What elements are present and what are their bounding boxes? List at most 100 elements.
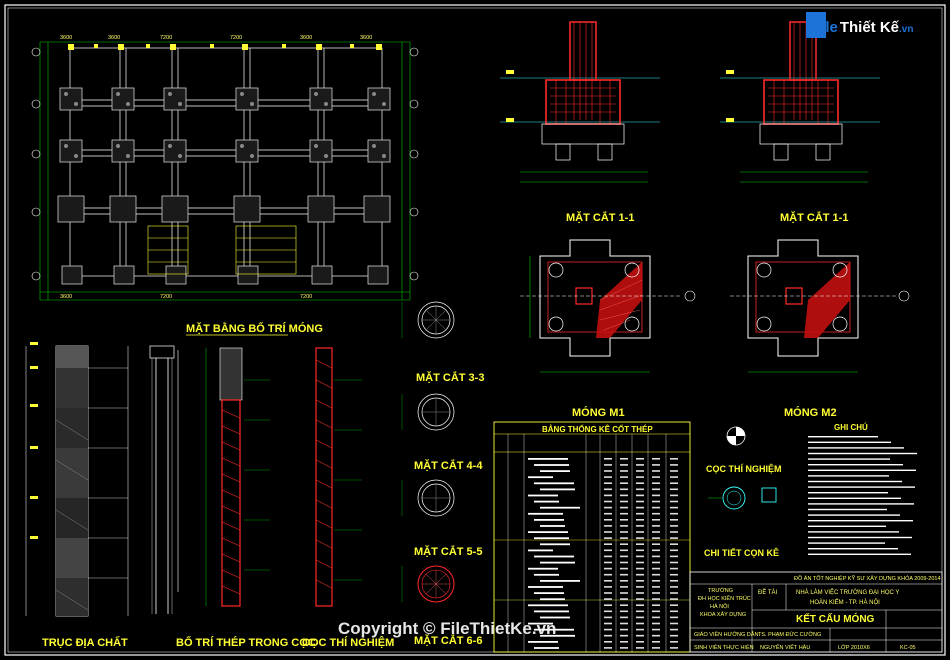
rebar-cell-mark bbox=[670, 586, 678, 588]
test-pile-detail: CỌC THÍ NGHIỆM CHI TIẾT CỌN KÊ bbox=[704, 426, 782, 558]
rebar-cell-mark bbox=[620, 470, 628, 472]
rebar-cell-mark bbox=[620, 580, 628, 582]
test-pile-title: CỌC THÍ NGHIỆM bbox=[302, 636, 394, 649]
rebar-cell-mark bbox=[620, 592, 628, 594]
rebar-cell-mark bbox=[652, 598, 660, 600]
rebar-cell-mark bbox=[652, 512, 660, 515]
rebar-cell-mark bbox=[604, 634, 612, 637]
rebar-cell-mark bbox=[604, 641, 612, 643]
general-notes: GHI CHÚ bbox=[808, 423, 917, 555]
rebar-shape-mark bbox=[534, 500, 559, 503]
rebar-cell-mark bbox=[604, 573, 612, 576]
rebar-cell-mark bbox=[652, 641, 660, 643]
rebar-cell-mark bbox=[636, 500, 644, 503]
rebar-shape-mark bbox=[528, 549, 553, 552]
title-block-school-4: KHOA XÂY DỰNG bbox=[700, 611, 746, 618]
rebar-cell-mark bbox=[670, 464, 678, 466]
rebar-cell-mark bbox=[604, 519, 612, 521]
rebar-cell-mark bbox=[636, 573, 644, 576]
svg-text:3600: 3600 bbox=[60, 294, 72, 300]
rebar-cell-mark bbox=[620, 537, 628, 539]
rebar-cell-mark bbox=[620, 586, 628, 588]
rebar-cell-mark bbox=[652, 622, 660, 625]
svg-text:7200: 7200 bbox=[160, 294, 172, 300]
rebar-cell-mark bbox=[604, 482, 612, 484]
rebar-cell-mark bbox=[652, 506, 660, 509]
rebar-schedule-table: BẢNG THỐNG KÊ CỐT THÉP bbox=[493, 421, 691, 653]
rebar-cell-mark bbox=[604, 586, 612, 588]
rebar-cell-mark bbox=[670, 598, 678, 600]
title-block-project-line: ĐỒ ÁN TỐT NGHIỆP KỸ SƯ XÂY DỰNG KHÓA 200… bbox=[794, 574, 941, 582]
svg-text:3600: 3600 bbox=[60, 35, 72, 41]
rebar-cell-mark bbox=[652, 476, 660, 478]
rebar-cell-mark bbox=[636, 458, 644, 460]
rebar-cell-mark bbox=[652, 573, 660, 576]
rebar-cell-mark bbox=[604, 580, 612, 582]
rebar-shape-mark bbox=[528, 604, 568, 607]
rebar-cell-mark bbox=[620, 622, 628, 625]
note-line-mark bbox=[808, 458, 890, 460]
logo-name: Thiết Kế bbox=[840, 19, 900, 36]
notes-title: GHI CHÚ bbox=[834, 423, 868, 432]
note-line-mark bbox=[808, 542, 885, 544]
rebar-cell-mark bbox=[604, 567, 612, 570]
rebar-cell-mark bbox=[620, 549, 628, 552]
rebar-cell-mark bbox=[604, 512, 612, 515]
rebar-cell-mark bbox=[670, 628, 678, 631]
rebar-shape-mark bbox=[540, 525, 565, 527]
note-line-mark bbox=[808, 508, 887, 511]
rebar-shape-mark bbox=[528, 622, 553, 625]
note-line-mark bbox=[808, 531, 899, 533]
rebar-cell-mark bbox=[636, 537, 644, 539]
rebar-cell-mark bbox=[670, 567, 678, 570]
title-block-role-1: GIÁO VIÊN HƯỚNG DẪN bbox=[694, 630, 758, 638]
rebar-cell-mark bbox=[620, 531, 628, 533]
rebar-shape-mark bbox=[534, 647, 559, 649]
geology-column: TRỤC ĐỊA CHẤT bbox=[25, 342, 129, 649]
rebar-cell-mark bbox=[604, 458, 612, 460]
logo-folder-icon bbox=[806, 12, 826, 38]
rebar-cell-mark bbox=[636, 482, 644, 484]
rebar-shape-mark bbox=[534, 573, 559, 576]
rebar-cell-mark bbox=[636, 525, 644, 527]
rebar-cell-mark bbox=[636, 604, 644, 606]
rebar-cell-mark bbox=[604, 628, 612, 631]
rebar-shape-mark bbox=[528, 458, 568, 460]
rebar-cell-mark bbox=[652, 561, 660, 564]
rebar-cell-mark bbox=[652, 537, 660, 539]
note-line-mark bbox=[808, 492, 888, 494]
rebar-cell-mark bbox=[670, 525, 678, 527]
rebar-shape-mark bbox=[540, 488, 575, 491]
rebar-cell-mark bbox=[652, 494, 660, 497]
rebar-shape-mark bbox=[534, 610, 569, 613]
note-line-mark bbox=[808, 469, 916, 471]
rebar-cell-mark bbox=[620, 555, 628, 558]
rebar-cell-mark bbox=[636, 555, 644, 558]
rebar-cell-mark bbox=[670, 512, 678, 515]
rebar-cell-mark bbox=[636, 543, 644, 545]
note-line-mark bbox=[808, 548, 898, 550]
rebar-cell-mark bbox=[670, 641, 678, 643]
rebar-cell-mark bbox=[636, 476, 644, 478]
section-1-1-right-title: MẶT CẮT 1-1 bbox=[780, 211, 848, 224]
rebar-cell-mark bbox=[620, 604, 628, 606]
rebar-shape-mark bbox=[540, 598, 565, 601]
rebar-cell-mark bbox=[620, 512, 628, 515]
svg-text:3600: 3600 bbox=[108, 35, 120, 41]
rebar-shape-mark bbox=[534, 555, 574, 558]
svg-text:7200: 7200 bbox=[300, 294, 312, 300]
section-1-1-left-title: MẶT CẮT 1-1 bbox=[566, 211, 634, 224]
rebar-cell-mark bbox=[636, 647, 644, 649]
test-pile-elevation bbox=[149, 345, 179, 614]
rebar-shape-mark bbox=[528, 567, 558, 570]
title-block-person-1: TS. PHẠM ĐỨC CƯỜNG bbox=[758, 631, 821, 638]
rebar-cell-mark bbox=[652, 525, 660, 527]
rebar-cell-mark bbox=[652, 567, 660, 570]
pile-joint-title: CHI TIẾT CỌN KÊ bbox=[704, 547, 779, 558]
rebar-cell-mark bbox=[652, 592, 660, 594]
copyright-watermark: Copyright © FileThietKe.vn bbox=[338, 619, 556, 638]
rebar-cell-mark bbox=[670, 634, 678, 637]
